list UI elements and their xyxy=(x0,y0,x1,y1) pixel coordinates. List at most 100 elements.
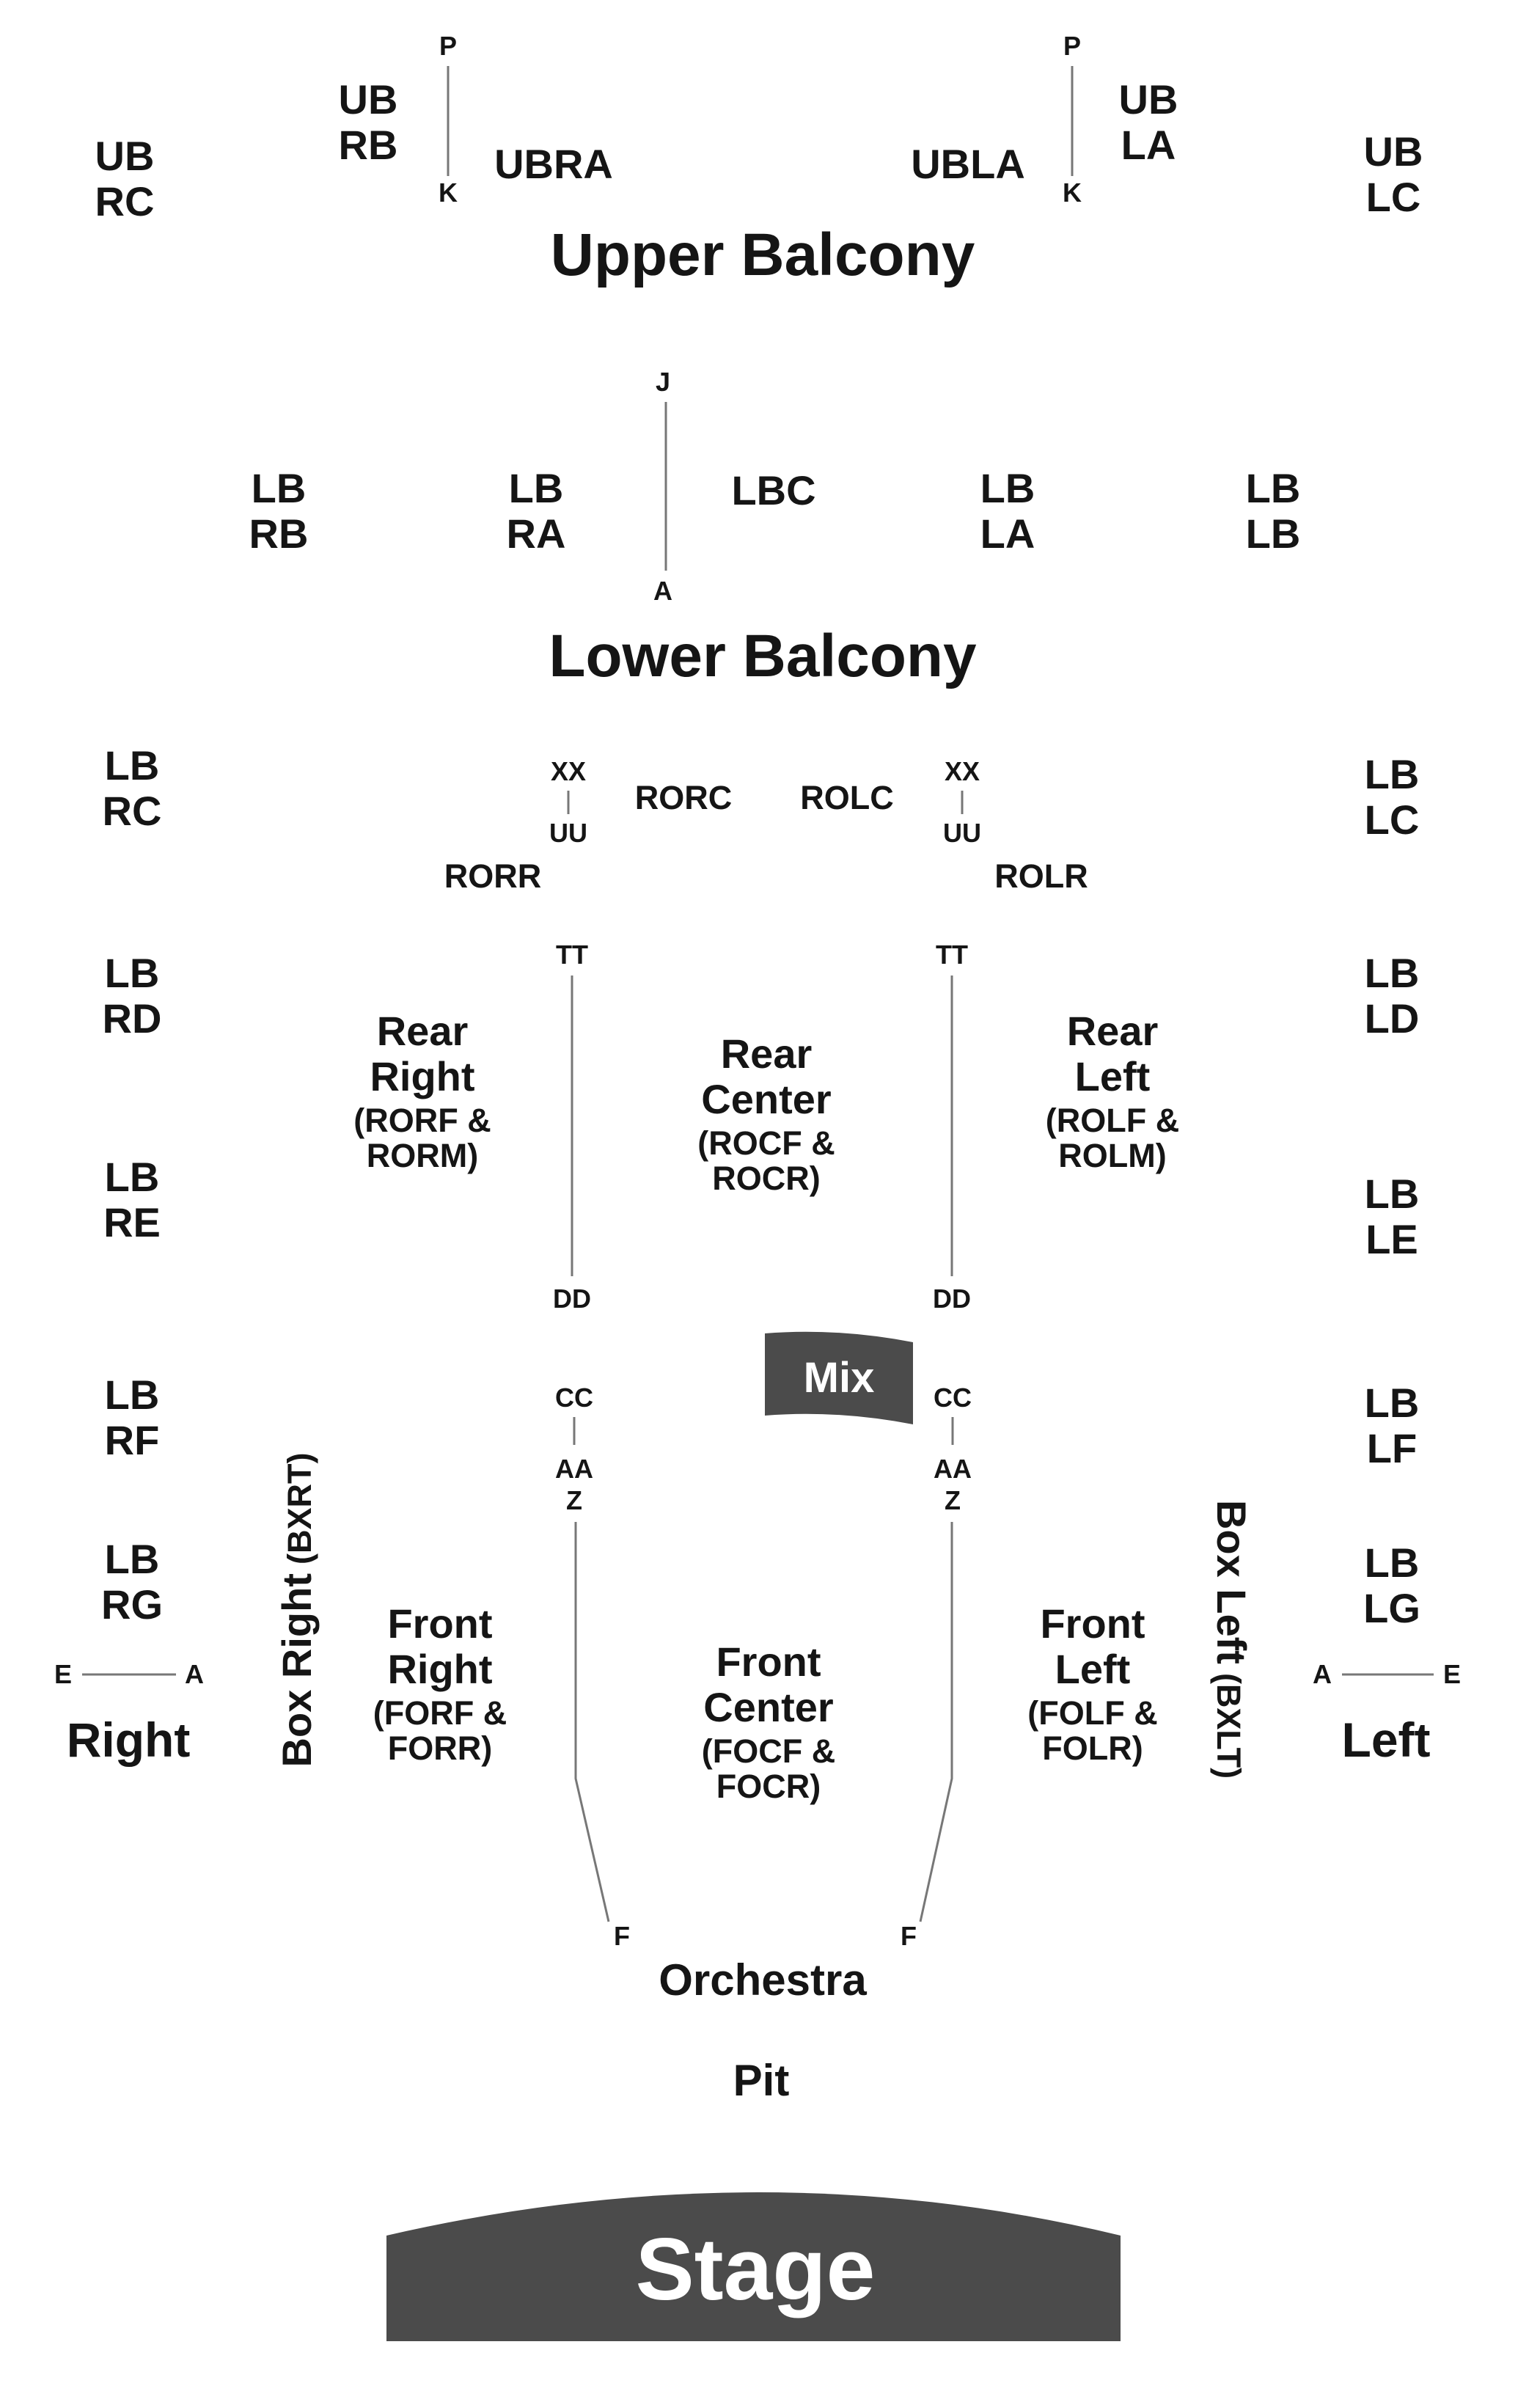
section-lb-rg[interactable]: LB RG xyxy=(101,1536,163,1628)
mix-position: Mix xyxy=(765,1331,913,1424)
section-label-line2: RG xyxy=(101,1581,163,1628)
section-ub-la[interactable]: UB LA xyxy=(1119,76,1178,168)
section-label: ROLR xyxy=(994,857,1088,895)
section-ub-rb[interactable]: UB RB xyxy=(339,76,398,168)
section-lb-la[interactable]: LB LA xyxy=(980,465,1035,557)
box-left-name: Box Left xyxy=(1209,1500,1255,1664)
row-label-dd: DD xyxy=(553,1284,591,1314)
row-label-z: Z xyxy=(945,1485,961,1515)
row-label-top: P xyxy=(1063,31,1081,61)
section-lb-re[interactable]: LB RE xyxy=(103,1154,161,1245)
section-pit[interactable]: Pit xyxy=(733,2056,790,2105)
section-label-line1: LB xyxy=(105,1154,160,1200)
section-label-line1: UB xyxy=(1364,128,1423,175)
section-label-line1: UB xyxy=(95,133,155,179)
section-label-line2: LD xyxy=(1365,995,1420,1042)
stage-label: Stage xyxy=(636,2220,876,2318)
section-lb-le[interactable]: LB LE xyxy=(1365,1171,1420,1262)
section-label-line1: LB xyxy=(105,742,160,788)
section-label-line1: LB xyxy=(105,950,160,996)
section-lb-ra[interactable]: LB RA xyxy=(507,465,566,557)
section-ub-rc[interactable]: UB RC xyxy=(95,133,155,224)
section-label-line2: RD xyxy=(103,995,162,1042)
section-label: LBC xyxy=(731,467,815,513)
section-lb-lg[interactable]: LB LG xyxy=(1363,1540,1420,1631)
section-label-line1: Front xyxy=(1040,1600,1145,1647)
section-label: Box Left(BXLT) xyxy=(1209,1500,1255,1779)
section-front-right[interactable]: Front Right (FORF & FORR) xyxy=(373,1600,507,1767)
area-title-right: Right xyxy=(67,1713,191,1767)
section-lb-rf[interactable]: LB RF xyxy=(105,1372,160,1463)
section-label-line1: UB xyxy=(339,76,398,122)
section-label-line2: Center xyxy=(701,1076,831,1122)
section-rorc[interactable]: RORC xyxy=(635,779,733,816)
section-ub-lc[interactable]: UB LC xyxy=(1364,128,1423,220)
section-code-line2: ROCR) xyxy=(712,1160,820,1197)
section-code-line2: RORM) xyxy=(367,1137,478,1174)
row-label-tt: TT xyxy=(936,940,968,970)
section-label-line2: RA xyxy=(507,510,566,557)
area-title-orchestra: Orchestra xyxy=(659,1955,867,2005)
section-label-line1: LB xyxy=(252,465,307,511)
section-lbc[interactable]: LBC xyxy=(731,467,815,513)
section-rorr[interactable]: RORR xyxy=(444,857,542,895)
row-label-top: J xyxy=(656,367,670,397)
section-label-line2: RB xyxy=(249,510,309,557)
row-label-dd: DD xyxy=(933,1284,971,1314)
row-range-rear-right-upper: XX UU xyxy=(549,756,587,848)
section-label-line2: LE xyxy=(1365,1216,1418,1262)
section-ubla[interactable]: UBLA xyxy=(911,141,1025,187)
row-range-rear-left-upper: XX UU xyxy=(943,756,981,848)
section-code-line1: (ROCF & xyxy=(697,1124,835,1162)
section-label-line2: LB xyxy=(1246,510,1301,557)
section-label-line2: Left xyxy=(1055,1646,1131,1692)
section-lb-rd[interactable]: LB RD xyxy=(103,950,162,1042)
section-left[interactable]: A E Left xyxy=(1313,1659,1461,1767)
section-rolr[interactable]: ROLR xyxy=(994,857,1088,895)
section-label-line2: RC xyxy=(103,788,162,834)
section-front-left[interactable]: Front Left (FOLF & FOLR) xyxy=(1027,1600,1157,1767)
section-lb-ld[interactable]: LB LD xyxy=(1365,950,1420,1042)
section-label-line2: LG xyxy=(1363,1585,1420,1631)
section-front-center[interactable]: Front Center (FOCF & FOCR) xyxy=(702,1639,835,1805)
row-range-lbc: J A xyxy=(653,367,672,606)
row-label-bottom: A xyxy=(653,576,672,606)
section-label: UBRA xyxy=(494,141,613,187)
section-label-line1: LB xyxy=(105,1372,160,1418)
section-rolc[interactable]: ROLC xyxy=(800,779,894,816)
section-box-left[interactable]: Box Left(BXLT) xyxy=(1209,1500,1255,1779)
section-rear-right[interactable]: Rear Right (RORF & RORM) xyxy=(353,1008,491,1174)
area-title-pit: Pit xyxy=(733,2056,790,2105)
section-box-right[interactable]: Box Right(BXRT) xyxy=(274,1453,320,1768)
section-rear-center[interactable]: Rear Center (ROCF & ROCR) xyxy=(697,1031,835,1197)
section-code-line2: ROLM) xyxy=(1058,1137,1166,1174)
section-label-line1: Front xyxy=(387,1600,492,1647)
section-code-line2: FORR) xyxy=(388,1729,492,1767)
section-right[interactable]: E A Right xyxy=(54,1659,204,1767)
section-code-line1: (FOCF & xyxy=(702,1732,835,1770)
section-rear-left[interactable]: Rear Left (ROLF & ROLM) xyxy=(1046,1008,1179,1174)
section-label-line1: LB xyxy=(1365,950,1420,996)
stage-block xyxy=(386,2192,1121,2341)
row-range-ub-right: P K xyxy=(439,31,458,208)
section-lb-lf[interactable]: LB LF xyxy=(1365,1380,1420,1471)
section-lb-lc[interactable]: LB LC xyxy=(1365,751,1420,843)
section-label-line1: LB xyxy=(980,465,1035,511)
section-code-line2: FOLR) xyxy=(1042,1729,1143,1767)
section-lb-rb[interactable]: LB RB xyxy=(249,465,309,557)
section-lb-rc[interactable]: LB RC xyxy=(103,742,162,834)
section-label-line1: Rear xyxy=(1067,1008,1159,1054)
section-lb-lb[interactable]: LB LB xyxy=(1246,465,1301,557)
section-ubra[interactable]: UBRA xyxy=(494,141,613,187)
row-range-rear-right: TT DD xyxy=(553,940,591,1314)
section-label-line1: LB xyxy=(509,465,564,511)
row-label-xx: XX xyxy=(945,756,980,786)
section-label-line2: LF xyxy=(1367,1425,1417,1471)
stage: Stage xyxy=(386,2192,1121,2341)
section-label-line1: LB xyxy=(1365,751,1420,797)
row-label-bottom: K xyxy=(1063,177,1082,208)
mix-block xyxy=(765,1331,913,1424)
row-range-ub-left: P K xyxy=(1063,31,1082,208)
area-title-lower-balcony: Lower Balcony xyxy=(549,623,977,689)
row-range-front-right: CC AA Z F xyxy=(555,1383,630,1951)
